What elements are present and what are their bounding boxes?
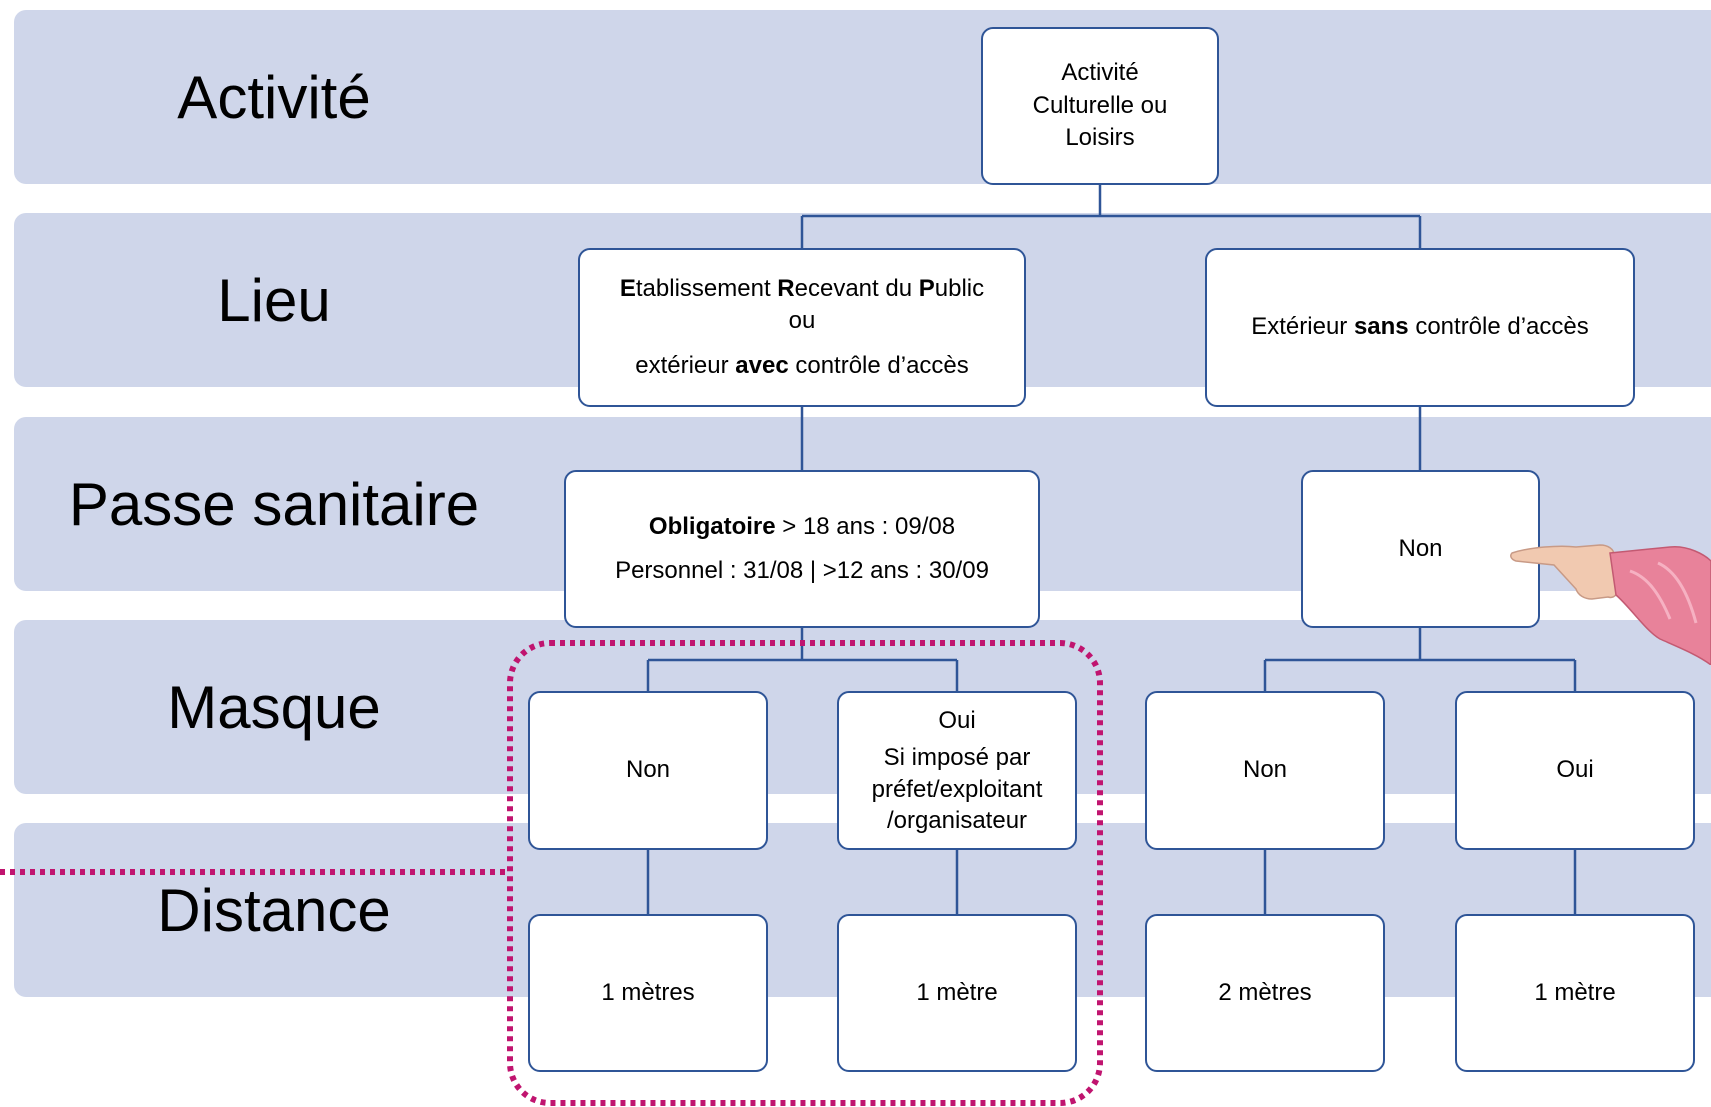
node-masque-oui-left: Oui Si imposé par préfet/exploitant /org… [837,691,1077,850]
node-activite-line2: Culturelle ou [1032,91,1168,119]
pass-required-bold: Obligatoire [648,512,776,540]
node-exterieur-text: Extérieur sans contrôle d’accès [1251,311,1589,343]
node-activite-line3: Loisirs [1065,124,1135,152]
erp-ext-bold: avec [735,351,789,379]
row-label-lieu: Lieu [217,266,331,334]
node-erp-ou: ou [788,307,816,335]
erp-r-bold: R [777,274,795,302]
node-masque-oui-line3: préfet/exploitant [871,775,1043,803]
node-distance-3: 2 mètres [1145,914,1385,1072]
row-label-distance: Distance [157,876,391,944]
node-passe-non-text: Non [1398,534,1443,562]
node-distance-1: 1 mètres [528,914,768,1072]
node-distance-4: 1 mètre [1455,914,1695,1072]
erp-e-bold: E [619,274,636,302]
node-masque-oui-right-text: Oui [1556,756,1594,784]
row-label-activite: Activité [177,63,371,131]
node-distance-1-text: 1 mètres [601,978,695,1006]
node-distance-2: 1 mètre [837,914,1077,1072]
band-activite [14,10,1711,184]
node-passe-line2: Personnel : 31/08 | >12 ans : 30/09 [615,557,989,584]
node-erp-title: Etablissement Recevant du Public [620,273,984,305]
erp-ext-post: contrôle d’accès [788,351,969,379]
pointing-hand-icon [1510,544,1711,665]
node-activite-line1: Activité [1061,59,1139,87]
node-erp: Etablissement Recevant du Public ou exté… [578,248,1026,407]
erp-ext-pre: extérieur [635,351,736,379]
node-masque-oui-line4: /organisateur [886,806,1028,834]
node-masque-oui-line2: Si imposé par [883,744,1031,772]
node-distance-4-text: 1 mètre [1534,978,1616,1006]
outdoor-pre: Extérieur [1251,313,1354,341]
node-masque-non-right: Non [1145,691,1385,850]
node-passe-non: Non [1301,470,1540,628]
erp-r-rest: ecevant du [794,274,919,302]
node-passe-obligatoire: Obligatoire > 18 ans : 09/08 Personnel :… [564,470,1040,628]
erp-p-rest: ublic [934,274,985,302]
row-label-passe-sanitaire: Passe sanitaire [68,470,480,538]
node-erp-exterieur: extérieur avec contrôle d’accès [635,350,969,382]
node-distance-2-text: 1 mètre [916,978,998,1006]
node-masque-non-right-text: Non [1242,756,1288,784]
node-masque-oui-line1: Oui [938,707,976,735]
node-masque-non-left-text: Non [625,756,671,784]
node-masque-oui-right: Oui [1455,691,1695,850]
row-label-masque: Masque [167,673,381,741]
node-distance-3-text: 2 mètres [1218,978,1312,1006]
erp-e-rest: tablissement [635,274,778,302]
node-activite-culturelle: Activité Culturelle ou Loisirs [981,27,1219,185]
outdoor-bold: sans [1353,313,1409,341]
node-exterieur-sans-controle: Extérieur sans contrôle d’accès [1205,248,1635,407]
node-masque-non-left: Non [528,691,768,850]
pass-required-rest: > 18 ans : 09/08 [775,512,956,540]
node-passe-line1: Obligatoire > 18 ans : 09/08 [649,511,955,543]
outdoor-post: contrôle d’accès [1408,313,1589,341]
erp-p-bold: P [918,274,935,302]
